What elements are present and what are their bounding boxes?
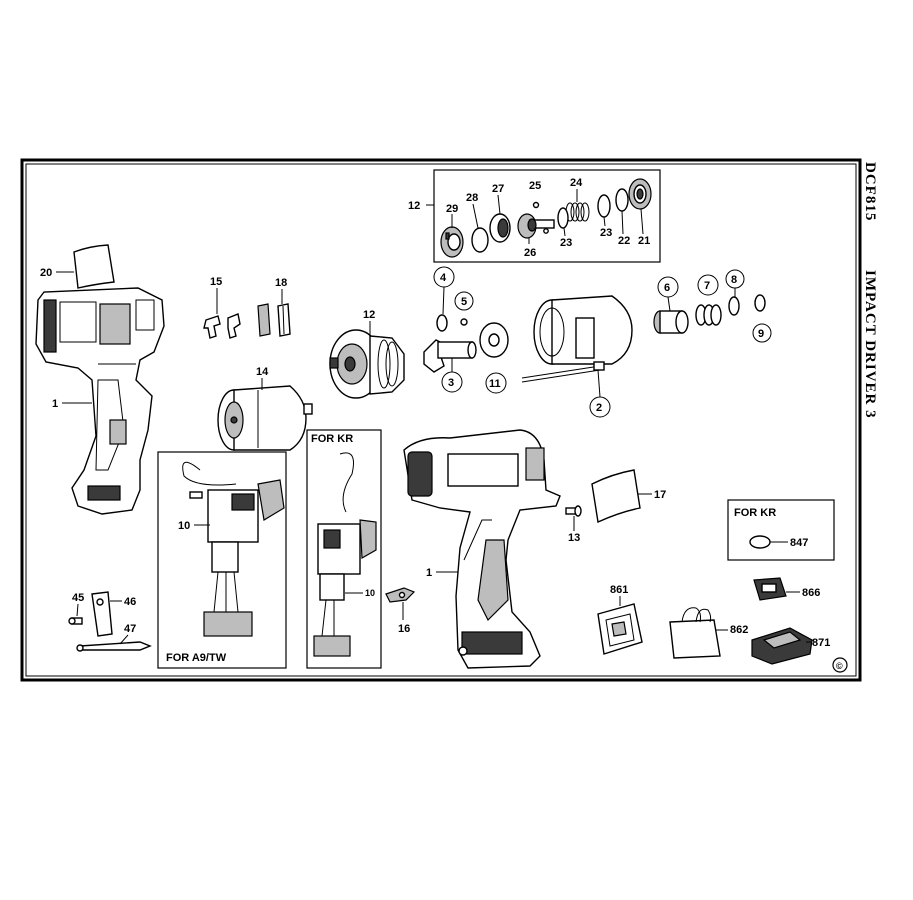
- label-7-circle: [697, 274, 719, 296]
- part-20-label: [73, 244, 115, 289]
- part-5-ball: [460, 318, 468, 326]
- label-27: 27: [492, 183, 504, 195]
- label-18: 18: [275, 277, 287, 289]
- label-3: 3: [448, 377, 454, 389]
- part-15-brush-terminals: [203, 313, 241, 339]
- part-47-bit: [76, 641, 152, 652]
- box-for-kr-battery: [727, 499, 835, 561]
- label-6: 6: [664, 282, 670, 294]
- part-862-bag: [669, 607, 721, 659]
- box-label-for-a9-tw: FOR A9/TW: [166, 652, 227, 664]
- part-24-spring: [565, 202, 590, 222]
- part-12-gear-assembly: [329, 329, 405, 399]
- part-3-anvil: [423, 339, 477, 373]
- label-7: 7: [704, 280, 710, 292]
- gear-assembly-box: [433, 169, 661, 263]
- copyright-mark: ©: [836, 661, 843, 671]
- label-17: 17: [654, 489, 666, 501]
- box-for-a9-tw: [157, 451, 287, 669]
- part-23-washer-b: [597, 194, 611, 218]
- part-25-ball: [532, 201, 540, 209]
- sheet-title-block: DCF815 IMPACT DRIVER 3: [862, 162, 878, 419]
- label-2: 2: [596, 402, 602, 414]
- label-5-circle: [454, 291, 474, 311]
- inner-frame: [25, 163, 857, 677]
- label-9: 9: [758, 328, 764, 340]
- label-23a: 23: [560, 237, 572, 249]
- part-29-gear-cup: [440, 226, 464, 258]
- label-871: 871: [812, 637, 830, 649]
- part-21-bearing: [628, 178, 652, 210]
- label-24: 24: [570, 177, 583, 189]
- part-2-gear-case: [521, 295, 633, 383]
- label-47: 47: [124, 623, 136, 635]
- label-15: 15: [210, 276, 222, 288]
- label-12-upper: 12: [408, 200, 420, 212]
- part-6-sleeve: [653, 310, 689, 334]
- label-46: 46: [124, 596, 136, 608]
- part-10-switch-b: [313, 452, 377, 657]
- part-16-switch-link: [385, 587, 416, 603]
- label-23b: 23: [600, 227, 612, 239]
- label-861: 861: [610, 584, 628, 596]
- label-847: 847: [790, 537, 808, 549]
- label-4: 4: [440, 272, 447, 284]
- part-1-housing-half: [35, 287, 165, 515]
- label-12-main: 12: [363, 309, 375, 321]
- part-46-belt-clip: [91, 591, 113, 637]
- label-5: 5: [461, 296, 467, 308]
- label-22: 22: [618, 235, 630, 247]
- part-14-motor: [217, 385, 313, 451]
- part-4-oring: [436, 314, 448, 332]
- part-1-assembled-driver: [403, 429, 561, 669]
- part-23-washer-a: [557, 207, 569, 229]
- label-28: 28: [466, 192, 478, 204]
- label-25: 25: [529, 180, 541, 192]
- part-18-brushes: [257, 303, 291, 337]
- label-10-a: 10: [178, 520, 190, 532]
- label-20: 20: [40, 267, 52, 279]
- label-29: 29: [446, 203, 458, 215]
- box-label-for-kr-switch: FOR KR: [311, 433, 353, 445]
- part-11-washer: [479, 322, 509, 358]
- model-number: DCF815: [862, 162, 878, 221]
- label-13: 13: [568, 532, 580, 544]
- sheet-subtitle: IMPACT DRIVER 3: [862, 270, 878, 419]
- label-10-b: 10: [365, 588, 375, 598]
- box-for-kr-switch: [306, 429, 382, 669]
- label-1-left: 1: [52, 398, 58, 410]
- label-11: 11: [489, 378, 501, 390]
- label-45: 45: [72, 592, 84, 604]
- label-16: 16: [398, 623, 410, 635]
- part-866-battery: [753, 577, 787, 601]
- label-866: 866: [802, 587, 820, 599]
- box-label-for-kr-battery: FOR KR: [734, 507, 776, 519]
- label-21: 21: [638, 235, 650, 247]
- part-10-switch-a: [182, 461, 285, 637]
- part-27-carrier: [489, 213, 511, 243]
- label-14: 14: [256, 366, 269, 378]
- part-45-screw: [68, 617, 83, 625]
- part-13-screw: [565, 505, 582, 517]
- copyright-circle: [832, 657, 848, 673]
- part-28-ring: [471, 227, 489, 253]
- part-22-ring: [615, 188, 629, 212]
- label-26: 26: [524, 247, 536, 259]
- label-11-circle: [485, 372, 507, 394]
- label-9-circle: [752, 323, 772, 343]
- part-17-label: [591, 469, 641, 524]
- part-26-spindle: [517, 213, 555, 239]
- label-1-right: 1: [426, 567, 432, 579]
- part-9-circlip: [754, 294, 766, 312]
- part-847-plug: [749, 535, 771, 549]
- part-861-case: [597, 603, 643, 655]
- part-8-ring: [728, 296, 740, 316]
- part-871-charger: [751, 627, 813, 665]
- outer-frame: [20, 158, 862, 682]
- part-7-rings: [695, 304, 722, 326]
- label-862: 862: [730, 624, 748, 636]
- label-8: 8: [731, 274, 737, 286]
